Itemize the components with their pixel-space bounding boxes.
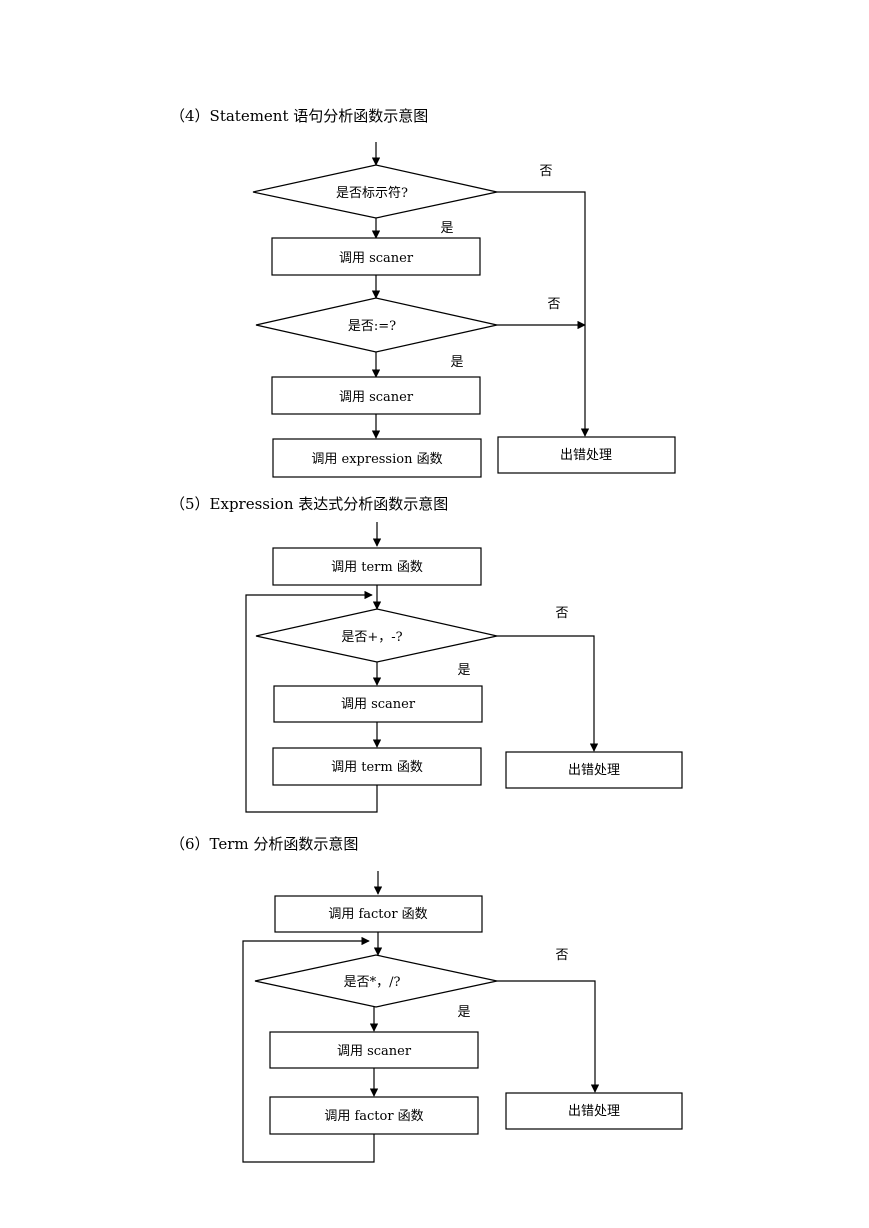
term-flowchart: （6）Term 分析函数示意图 调用 factor 函数 是否*，/? 是 调用… — [170, 835, 683, 1163]
call-factor-label-2: 调用 factor 函数 — [324, 1109, 423, 1124]
yes-label-6: 是 — [457, 1005, 470, 1020]
yes-label-2: 是 — [450, 355, 463, 370]
call-term-label-1: 调用 term 函数 — [331, 560, 423, 575]
call-factor-label-1: 调用 factor 函数 — [328, 907, 427, 922]
error-label-4: 出错处理 — [560, 448, 612, 463]
yes-label-5: 是 — [457, 663, 470, 678]
call-factor-box-1 — [274, 895, 483, 933]
call-factor-box-2 — [269, 1096, 479, 1135]
decision-identifier-label: 是否标示符? — [336, 185, 408, 201]
no-path-6 — [497, 980, 600, 1093]
call-scaner-label-5: 调用 scaner — [341, 697, 416, 712]
no-label-2: 否 — [547, 297, 560, 312]
expression-flowchart: （5）Expression 表达式分析函数示意图 调用 term 函数 是否+，… — [170, 495, 683, 813]
no-label-6: 否 — [555, 948, 568, 963]
call-term-box-1 — [272, 547, 482, 586]
section-5-heading: （5）Expression 表达式分析函数示意图 — [170, 495, 448, 513]
error-box-5 — [505, 751, 683, 789]
call-scaner-label-1: 调用 scaner — [339, 251, 414, 266]
call-term-box-2 — [272, 747, 482, 786]
call-scaner-label-6: 调用 scaner — [337, 1044, 412, 1059]
call-term-label-2: 调用 term 函数 — [331, 760, 423, 775]
error-box-6 — [505, 1092, 683, 1130]
no-label-5: 否 — [555, 606, 568, 621]
call-expression-box — [272, 438, 482, 478]
error-box-4 — [497, 436, 676, 474]
no-path-5 — [497, 635, 599, 752]
loop-back-path-5 — [245, 590, 378, 813]
decision-plus-minus-label: 是否+，-? — [341, 630, 402, 645]
decision-assign-label: 是否:=? — [348, 319, 396, 334]
error-label-5: 出错处理 — [568, 763, 620, 778]
call-expression-label: 调用 expression 函数 — [311, 452, 442, 467]
no-path-1 — [497, 191, 590, 437]
loop-back-path-6 — [242, 936, 375, 1163]
decision-mul-div-label: 是否*，/? — [344, 975, 401, 990]
no-label-1: 否 — [539, 164, 552, 179]
statement-flowchart: （4）Statement 语句分析函数示意图 是否标示符? 是 调用 scane… — [170, 107, 676, 478]
yes-label-1: 是 — [440, 221, 453, 236]
call-scaner-label-2: 调用 scaner — [339, 390, 414, 405]
call-scaner-box-5 — [273, 685, 483, 723]
call-scaner-box-1 — [271, 237, 481, 276]
section-4-heading: （4）Statement 语句分析函数示意图 — [170, 107, 428, 125]
error-label-6: 出错处理 — [568, 1104, 620, 1119]
call-scaner-box-6 — [269, 1031, 479, 1069]
section-6-heading: （6）Term 分析函数示意图 — [170, 835, 358, 853]
